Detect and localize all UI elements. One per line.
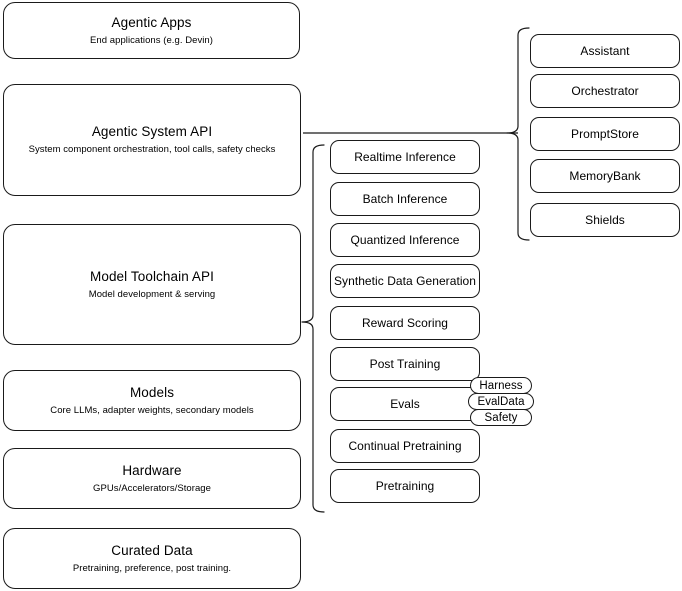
pill-badge-eval-data[interactable]: EvalData	[468, 393, 534, 410]
cap-label: Continual Pretraining	[348, 438, 462, 453]
layer-box-model-toolchain-api[interactable]: Model Toolchain API Model development & …	[3, 224, 301, 345]
cap-label: Reward Scoring	[361, 315, 449, 330]
layer-subtitle: System component orchestration, tool cal…	[28, 144, 276, 155]
cap-label: Realtime Inference	[354, 149, 456, 164]
cap-box-memorybank[interactable]: MemoryBank	[530, 159, 680, 193]
cap-label: Batch Inference	[362, 191, 448, 206]
cap-label: Evals	[390, 396, 420, 411]
cap-label: Post Training	[369, 356, 441, 371]
layer-title: Hardware	[122, 462, 182, 478]
cap-box-realtime-inference[interactable]: Realtime Inference	[330, 140, 480, 174]
cap-box-evals[interactable]: Evals	[330, 387, 480, 421]
layer-title: Models	[129, 384, 175, 400]
cap-label: Shields	[585, 212, 625, 227]
cap-box-orchestrator[interactable]: Orchestrator	[530, 74, 680, 108]
layer-box-curated-data[interactable]: Curated Data Pretraining, preference, po…	[3, 528, 301, 589]
cap-label: Assistant	[580, 43, 630, 58]
layer-box-agentic-system-api[interactable]: Agentic System API System component orch…	[3, 84, 301, 196]
layer-subtitle: Pretraining, preference, post training.	[72, 562, 232, 574]
layer-subtitle: GPUs/Accelerators/Storage	[93, 482, 211, 494]
layer-subtitle: End applications (e.g. Devin)	[90, 34, 213, 46]
pill-label: Safety	[484, 411, 518, 424]
layer-box-hardware[interactable]: Hardware GPUs/Accelerators/Storage	[3, 448, 301, 509]
curly-brace-middle-column	[301, 144, 325, 513]
cap-box-continual-pretraining[interactable]: Continual Pretraining	[330, 429, 480, 463]
layer-title: Agentic Apps	[111, 14, 192, 30]
cap-box-quantized-inference[interactable]: Quantized Inference	[330, 223, 480, 257]
pill-label: Harness	[479, 379, 523, 392]
cap-box-synthetic-data-generation[interactable]: Synthetic Data Generation	[330, 264, 480, 298]
cap-box-assistant[interactable]: Assistant	[530, 34, 680, 68]
cap-box-promptstore[interactable]: PromptStore	[530, 117, 680, 151]
cap-label: MemoryBank	[569, 168, 641, 183]
cap-box-batch-inference[interactable]: Batch Inference	[330, 182, 480, 216]
layer-title: Model Toolchain API	[90, 268, 214, 284]
cap-box-pretraining[interactable]: Pretraining	[330, 469, 480, 503]
cap-label: Orchestrator	[571, 83, 639, 98]
layer-subtitle: Model development & serving	[88, 288, 216, 300]
cap-label: PromptStore	[571, 126, 639, 141]
pill-badge-harness[interactable]: Harness	[470, 377, 532, 394]
layer-subtitle: Core LLMs, adapter weights, secondary mo…	[50, 404, 254, 416]
layer-title: Curated Data	[111, 542, 193, 558]
pill-badge-safety[interactable]: Safety	[470, 409, 532, 426]
curly-brace-right-column	[506, 27, 530, 241]
cap-box-shields[interactable]: Shields	[530, 203, 680, 237]
layer-box-agentic-apps[interactable]: Agentic Apps End applications (e.g. Devi…	[3, 2, 300, 59]
cap-box-reward-scoring[interactable]: Reward Scoring	[330, 306, 480, 340]
layer-title: Agentic System API	[91, 124, 213, 139]
pill-label: EvalData	[477, 395, 525, 408]
layer-box-models[interactable]: Models Core LLMs, adapter weights, secon…	[3, 370, 301, 431]
cap-box-post-training[interactable]: Post Training	[330, 347, 480, 381]
cap-label: Synthetic Data Generation	[334, 273, 476, 288]
cap-label: Pretraining	[375, 478, 435, 493]
cap-label: Quantized Inference	[350, 232, 460, 247]
